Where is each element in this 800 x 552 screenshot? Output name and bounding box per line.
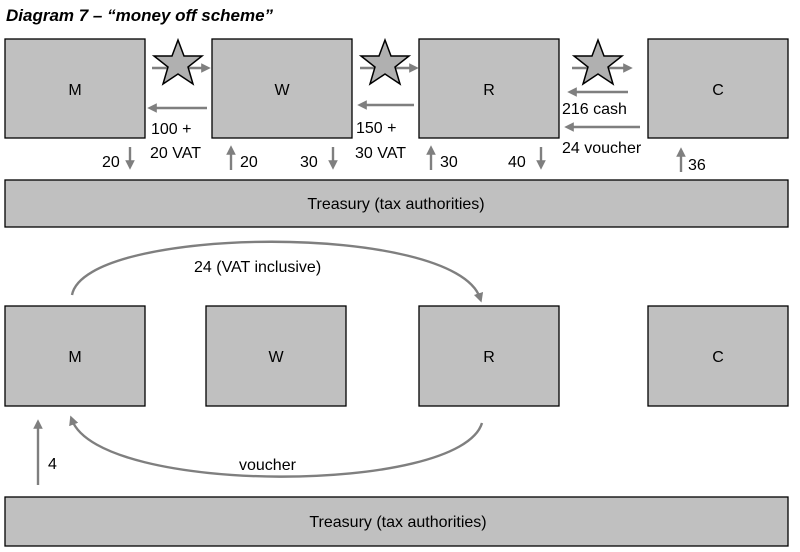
treasury-bottom-label: Treasury (tax authorities) [309,514,486,531]
tax-w-reclaims: 20 [240,154,258,171]
star-icon [151,37,205,86]
arc-arrow-m-to-r [70,240,484,303]
box-c-bottom-label: C [712,349,724,366]
bottom-diagram: 24 (VAT inclusive) M W R C voucher 4 Tre… [4,240,789,547]
tax-r-reclaims: 30 [440,154,458,171]
treasury-box-top [4,179,789,228]
box-w-bottom-label: W [268,349,284,366]
payment-c-to-r-voucher: 24 voucher [562,140,642,157]
box-r-bottom-label: R [483,349,495,366]
box-w-bottom [205,305,347,407]
star-icon [571,37,625,86]
refund-treasury-to-m-label: 4 [48,456,57,473]
payment-c-to-r-cash: 216 cash [562,101,627,118]
box-c-top-label: C [712,82,724,99]
payment-r-to-w-line1: 150 + [356,120,396,137]
star-icon [358,37,412,86]
tax-c-reclaims: 36 [688,157,706,174]
top-diagram: M W R C 100 + 20 VAT 150 + 30 VAT 216 ca… [4,37,789,228]
treasury-box-bottom [4,496,789,547]
box-m-bottom-label: M [68,349,81,366]
box-m-bottom [4,305,146,407]
box-r-top [418,38,560,139]
box-w-top [211,38,353,139]
box-r-top-label: R [483,82,495,99]
treasury-top-label: Treasury (tax authorities) [307,196,484,213]
box-r-bottom [418,305,560,407]
tax-w-pays: 30 [300,154,318,171]
payment-w-to-m-line2: 20 VAT [150,145,201,162]
box-c-top [647,38,789,139]
payment-w-to-m-line1: 100 + [151,121,191,138]
flow-r-to-m-label: voucher [239,457,297,474]
box-w-top-label: W [274,82,290,99]
diagram-title: Diagram 7 – “money off scheme” [6,6,274,25]
arc-arrow-r-to-m [69,415,484,478]
tax-r-pays: 40 [508,154,526,171]
box-c-bottom [647,305,789,407]
flow-m-to-r-label: 24 (VAT inclusive) [194,259,321,276]
box-m-top [4,38,146,139]
payment-r-to-w-line2: 30 VAT [355,145,406,162]
box-m-top-label: M [68,82,81,99]
tax-m-pays: 20 [102,154,120,171]
